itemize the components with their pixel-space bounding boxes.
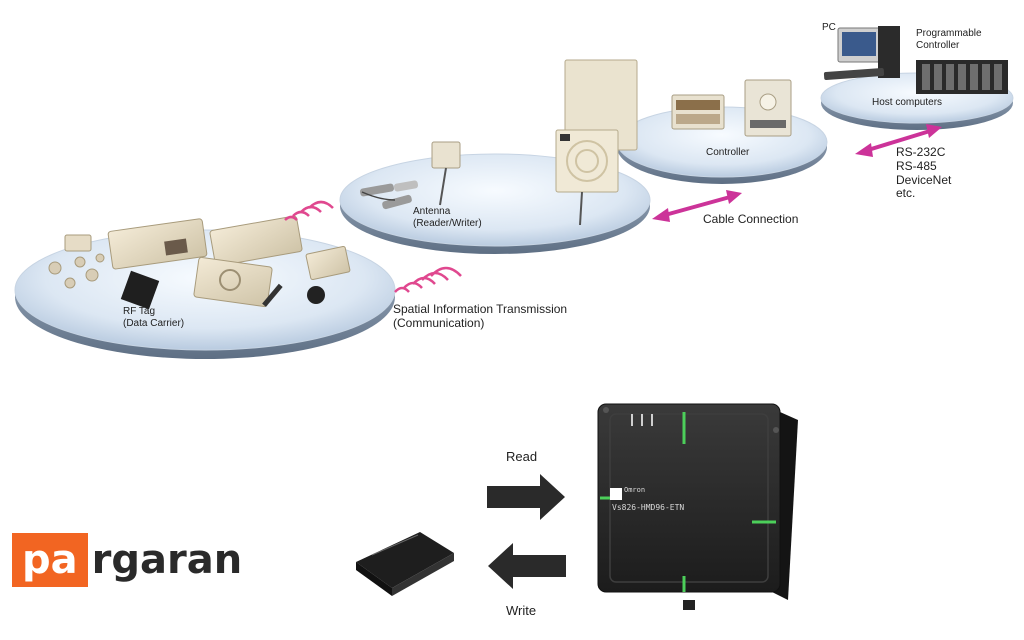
antenna-devices (360, 59, 638, 226)
host-devices (823, 26, 1008, 94)
controller-devices (671, 79, 792, 137)
read-arrow (487, 474, 565, 520)
radio-waves-lower (394, 266, 462, 293)
label-rf-tag: RF Tag (Data Carrier) (123, 306, 185, 329)
label-reader-model: Vs826-HMD96-ETN (612, 503, 685, 512)
label-host-computers: Host computers (872, 97, 943, 108)
radio-waves-upper (284, 200, 334, 221)
label-serial-interfaces: RS-232C RS-485 DeviceNet etc. (896, 145, 952, 201)
pargaran-logo: pa rgaran (12, 533, 242, 587)
label-programmable-controller: Programmable Controller (916, 28, 982, 51)
rfid-tag-device (356, 532, 454, 596)
label-read: Read (506, 449, 538, 464)
label-controller: Controller (706, 147, 750, 158)
write-arrow (488, 543, 566, 589)
label-antenna: Antenna (Reader/Writer) (413, 206, 482, 229)
rf-tag-devices (48, 215, 351, 310)
label-spatial-transmission: Spatial Information Transmission (Commun… (393, 302, 568, 330)
label-write: Write (506, 603, 537, 618)
label-cable-connection: Cable Connection (703, 212, 799, 226)
label-pc: PC (822, 22, 836, 33)
serial-link-arrow (855, 124, 942, 157)
cable-connection-arrow (652, 190, 742, 222)
logo-text: rgaran (91, 537, 243, 583)
logo-accent: pa (12, 533, 88, 587)
rfid-reader-device (597, 403, 798, 610)
label-reader-brand: Omron (624, 486, 646, 494)
